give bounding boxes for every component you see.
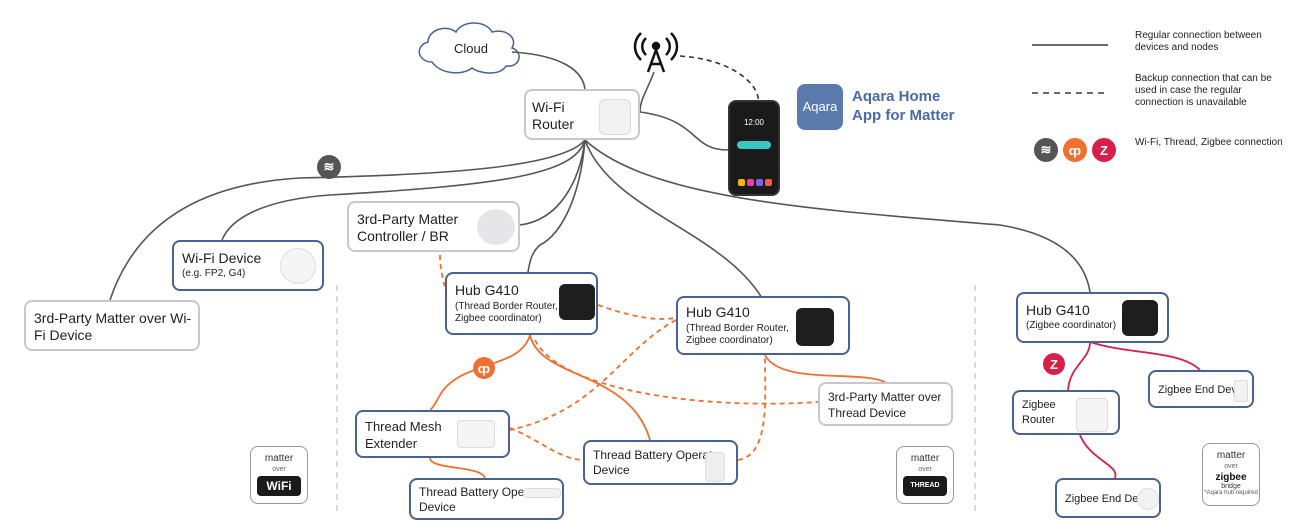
link-tower-router xyxy=(639,71,655,113)
link-hubright-zigbeerouter xyxy=(1067,341,1091,391)
wifi-device-node[interactable]: Wi-Fi Device (e.g. FP2, G4) xyxy=(172,240,324,291)
thread-connection-icon: ȹ xyxy=(473,357,495,379)
hub-device-icon xyxy=(1122,300,1158,336)
zigbee-end-device-2-node[interactable]: Zigbee End De xyxy=(1055,478,1161,518)
cloud-label: Cloud xyxy=(454,41,488,56)
link-hubleft-matterthread xyxy=(534,339,819,405)
matter-wifi-device-node[interactable]: 3rd-Party Matter over Wi-Fi Device xyxy=(24,300,200,351)
legend-thread-icon: ȹ xyxy=(1063,138,1087,162)
hub-device-icon xyxy=(796,308,834,346)
legend-zigbee-icon: Z xyxy=(1092,138,1116,162)
wifi-connection-icon: ≋ xyxy=(317,155,341,179)
link-tower-phone-backup xyxy=(679,55,759,101)
link-router-hubright xyxy=(584,139,1091,293)
fp2-sensor-icon xyxy=(280,248,316,284)
phone-apps xyxy=(738,179,772,186)
smart-plug-icon xyxy=(457,420,495,448)
phone-widget xyxy=(737,141,771,149)
hub-g410-left-node[interactable]: Hub G410 (Thread Border Router, Zigbee c… xyxy=(445,272,598,335)
homepod-icon xyxy=(477,209,515,245)
matter-over-zigbee-badge: matter over zigbee bridge *Aqara hub req… xyxy=(1202,443,1260,506)
link-cloud-router xyxy=(511,51,586,93)
sensor-icon xyxy=(1137,488,1159,510)
link-hubleft-hubmid xyxy=(597,304,677,320)
matter-over-wifi-badge: matter over WiFi xyxy=(250,446,308,504)
legend-icons-text: Wi-Fi, Thread, Zigbee connection xyxy=(1135,137,1283,148)
link-hubleft-battery2 xyxy=(529,334,651,441)
matter-over-thread-badge: matter over THREAD xyxy=(896,446,954,504)
cloud-shape xyxy=(418,22,520,74)
sensor-icon xyxy=(523,488,561,498)
link-controller-hubleft xyxy=(439,254,448,301)
link-hubleft-extender xyxy=(429,334,531,411)
router-device-icon xyxy=(599,99,631,135)
legend-wifi-icon: ≋ xyxy=(1034,138,1058,162)
sensor-icon xyxy=(1234,380,1248,402)
link-hubmid-matterthread xyxy=(764,354,886,383)
link-zigbeerouter-zigbeeend2 xyxy=(1079,434,1117,479)
phone: 12:00 xyxy=(728,100,780,196)
link-router-wifidevice xyxy=(221,139,586,241)
switch-icon xyxy=(1076,398,1108,432)
zigbee-end-device-1-node[interactable]: Zigbee End Dev xyxy=(1148,370,1254,408)
link-extender-battery1 xyxy=(429,457,486,479)
aqara-app-logo: Aqara xyxy=(797,84,843,130)
link-router-matterwifi xyxy=(109,139,586,301)
hub-g410-mid-node[interactable]: Hub G410 (Thread Border Router, Zigbee c… xyxy=(676,296,850,355)
link-hubright-zigbeeend1 xyxy=(1089,341,1201,371)
sensor-icon xyxy=(705,452,725,482)
link-extender-battery2 xyxy=(509,427,586,461)
link-router-hubmid xyxy=(584,139,763,299)
link-router-controller xyxy=(519,139,586,226)
link-router-phone xyxy=(639,111,729,151)
hub-device-icon xyxy=(559,284,595,320)
link-battery2-hubmid xyxy=(737,354,767,461)
link-hubmid-extender xyxy=(509,319,677,431)
zigbee-connection-icon: Z xyxy=(1043,353,1065,375)
hub-g410-right-node[interactable]: Hub G410 (Zigbee coordinator) xyxy=(1016,292,1169,343)
phone-time: 12:00 xyxy=(743,118,765,127)
cell-tower-icon xyxy=(633,32,679,73)
link-router-hubleft xyxy=(527,139,586,273)
